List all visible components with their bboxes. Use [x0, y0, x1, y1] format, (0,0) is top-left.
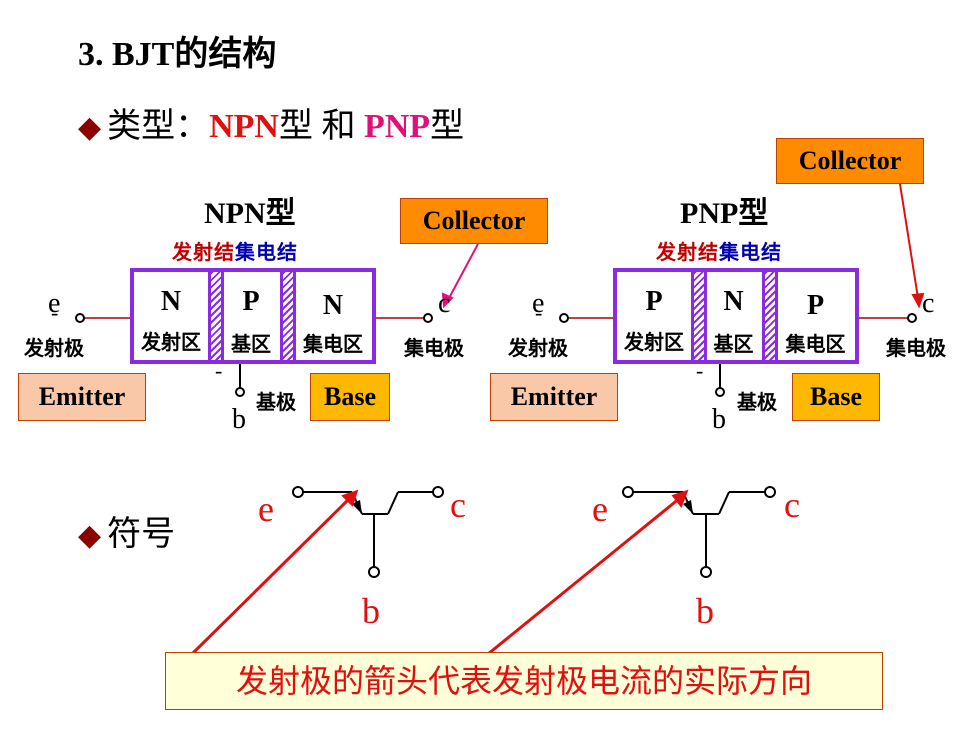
pnp-emitter-minus: - [535, 300, 543, 325]
npn-region-name: 基区 [231, 334, 271, 356]
pnp-region-name: 基区 [713, 334, 754, 356]
emitter-arrow-note: 发射极的箭头代表发射极电流的实际方向 [165, 652, 883, 710]
pnp-symbol-b: b [696, 591, 714, 631]
npn-junction-labels: 发射结集电结 [172, 236, 298, 265]
npn-collector-terminal [423, 313, 433, 323]
npn-base-terminal [235, 387, 245, 397]
npn-structure-box [130, 268, 376, 364]
pnp-collector-name: 集电极 [886, 338, 946, 360]
npn-text: NPN [209, 108, 279, 145]
pnp-emitter-letter: e [532, 288, 545, 319]
npn-emitter-junction-label: 发射结 [172, 242, 235, 264]
pnp-region-name: 发射区 [624, 332, 684, 354]
pnp-region-name: 集电区 [785, 334, 846, 356]
npn-region-letter: N [322, 290, 344, 321]
pnp-region-letter: P [645, 286, 663, 317]
pnp-base-minus: - [696, 358, 704, 383]
npn-symbol-e: e [258, 489, 274, 529]
pnp-symbol-c: c [784, 485, 800, 525]
type-line: ◆类型：NPN型 和 PNP型 [78, 98, 464, 147]
npn-collector-label: Collector [400, 198, 548, 244]
npn-region-name: 发射区 [141, 332, 201, 354]
pnp-base-name: 基极 [737, 392, 777, 414]
npn-region-letter: P [242, 286, 260, 317]
npn-symbol-c: c [450, 485, 466, 525]
type-prefix: 类型： [107, 108, 210, 145]
npn-emitter-minus: - [51, 300, 59, 325]
pnp-collector-terminal [907, 313, 917, 323]
pnp-symbol-e: e [592, 489, 608, 529]
npn-emitter-terminal [75, 313, 85, 323]
npn-collector-letter: c [438, 288, 451, 319]
pnp-collector-junction-label: 集电结 [719, 242, 782, 264]
type-mid: 型 和 [278, 108, 364, 145]
pnp-emitter-label: Emitter [490, 373, 618, 421]
npn-collector-junction [280, 272, 296, 360]
npn-base-label: Base [310, 373, 390, 421]
pnp-base-letter: b [712, 404, 726, 435]
symbol-line: ◆符号 [78, 506, 175, 555]
npn-heading: NPN型 [204, 197, 296, 230]
pnp-emitter-name: 发射极 [508, 338, 568, 360]
npn-symbol-b: b [362, 591, 380, 631]
pnp-region-letter: N [723, 286, 744, 317]
diamond-bullet-icon: ◆ [78, 519, 102, 552]
npn-collector-junction-label: 集电结 [235, 242, 298, 264]
pnp-region-letter: P [806, 290, 825, 321]
npn-emitter-letter: e [48, 288, 61, 319]
npn-emitter-junction [208, 272, 224, 360]
npn-emitter-label: Emitter [18, 373, 146, 421]
pnp-collector-letter: c [922, 288, 935, 319]
pnp-junction-labels: 发射结集电结 [656, 236, 782, 265]
pnp-text: PNP [363, 108, 431, 145]
npn-region-name: 集电区 [303, 334, 363, 356]
npn-base-minus: - [215, 358, 223, 383]
npn-collector-name: 集电极 [404, 338, 464, 360]
pnp-structure-box [613, 268, 859, 364]
pnp-base-terminal [715, 387, 725, 397]
type-suffix: 型 [430, 108, 465, 145]
pnp-base-label: Base [792, 373, 880, 421]
npn-region-letter: N [160, 286, 182, 317]
symbol-heading: 符号 [107, 516, 176, 553]
page-title: 3. BJT的结构 [78, 36, 277, 73]
npn-base-name: 基极 [256, 392, 296, 414]
diamond-bullet-icon: ◆ [78, 111, 102, 144]
pnp-heading: PNP型 [680, 197, 769, 230]
npn-emitter-name: 发射极 [24, 338, 84, 360]
pnp-emitter-terminal [559, 313, 569, 323]
pnp-emitter-junction [691, 272, 707, 360]
pnp-collector-label: Collector [776, 138, 924, 184]
pnp-collector-junction [762, 272, 778, 360]
pnp-emitter-junction-label: 发射结 [656, 242, 719, 264]
npn-base-letter: b [232, 404, 246, 435]
